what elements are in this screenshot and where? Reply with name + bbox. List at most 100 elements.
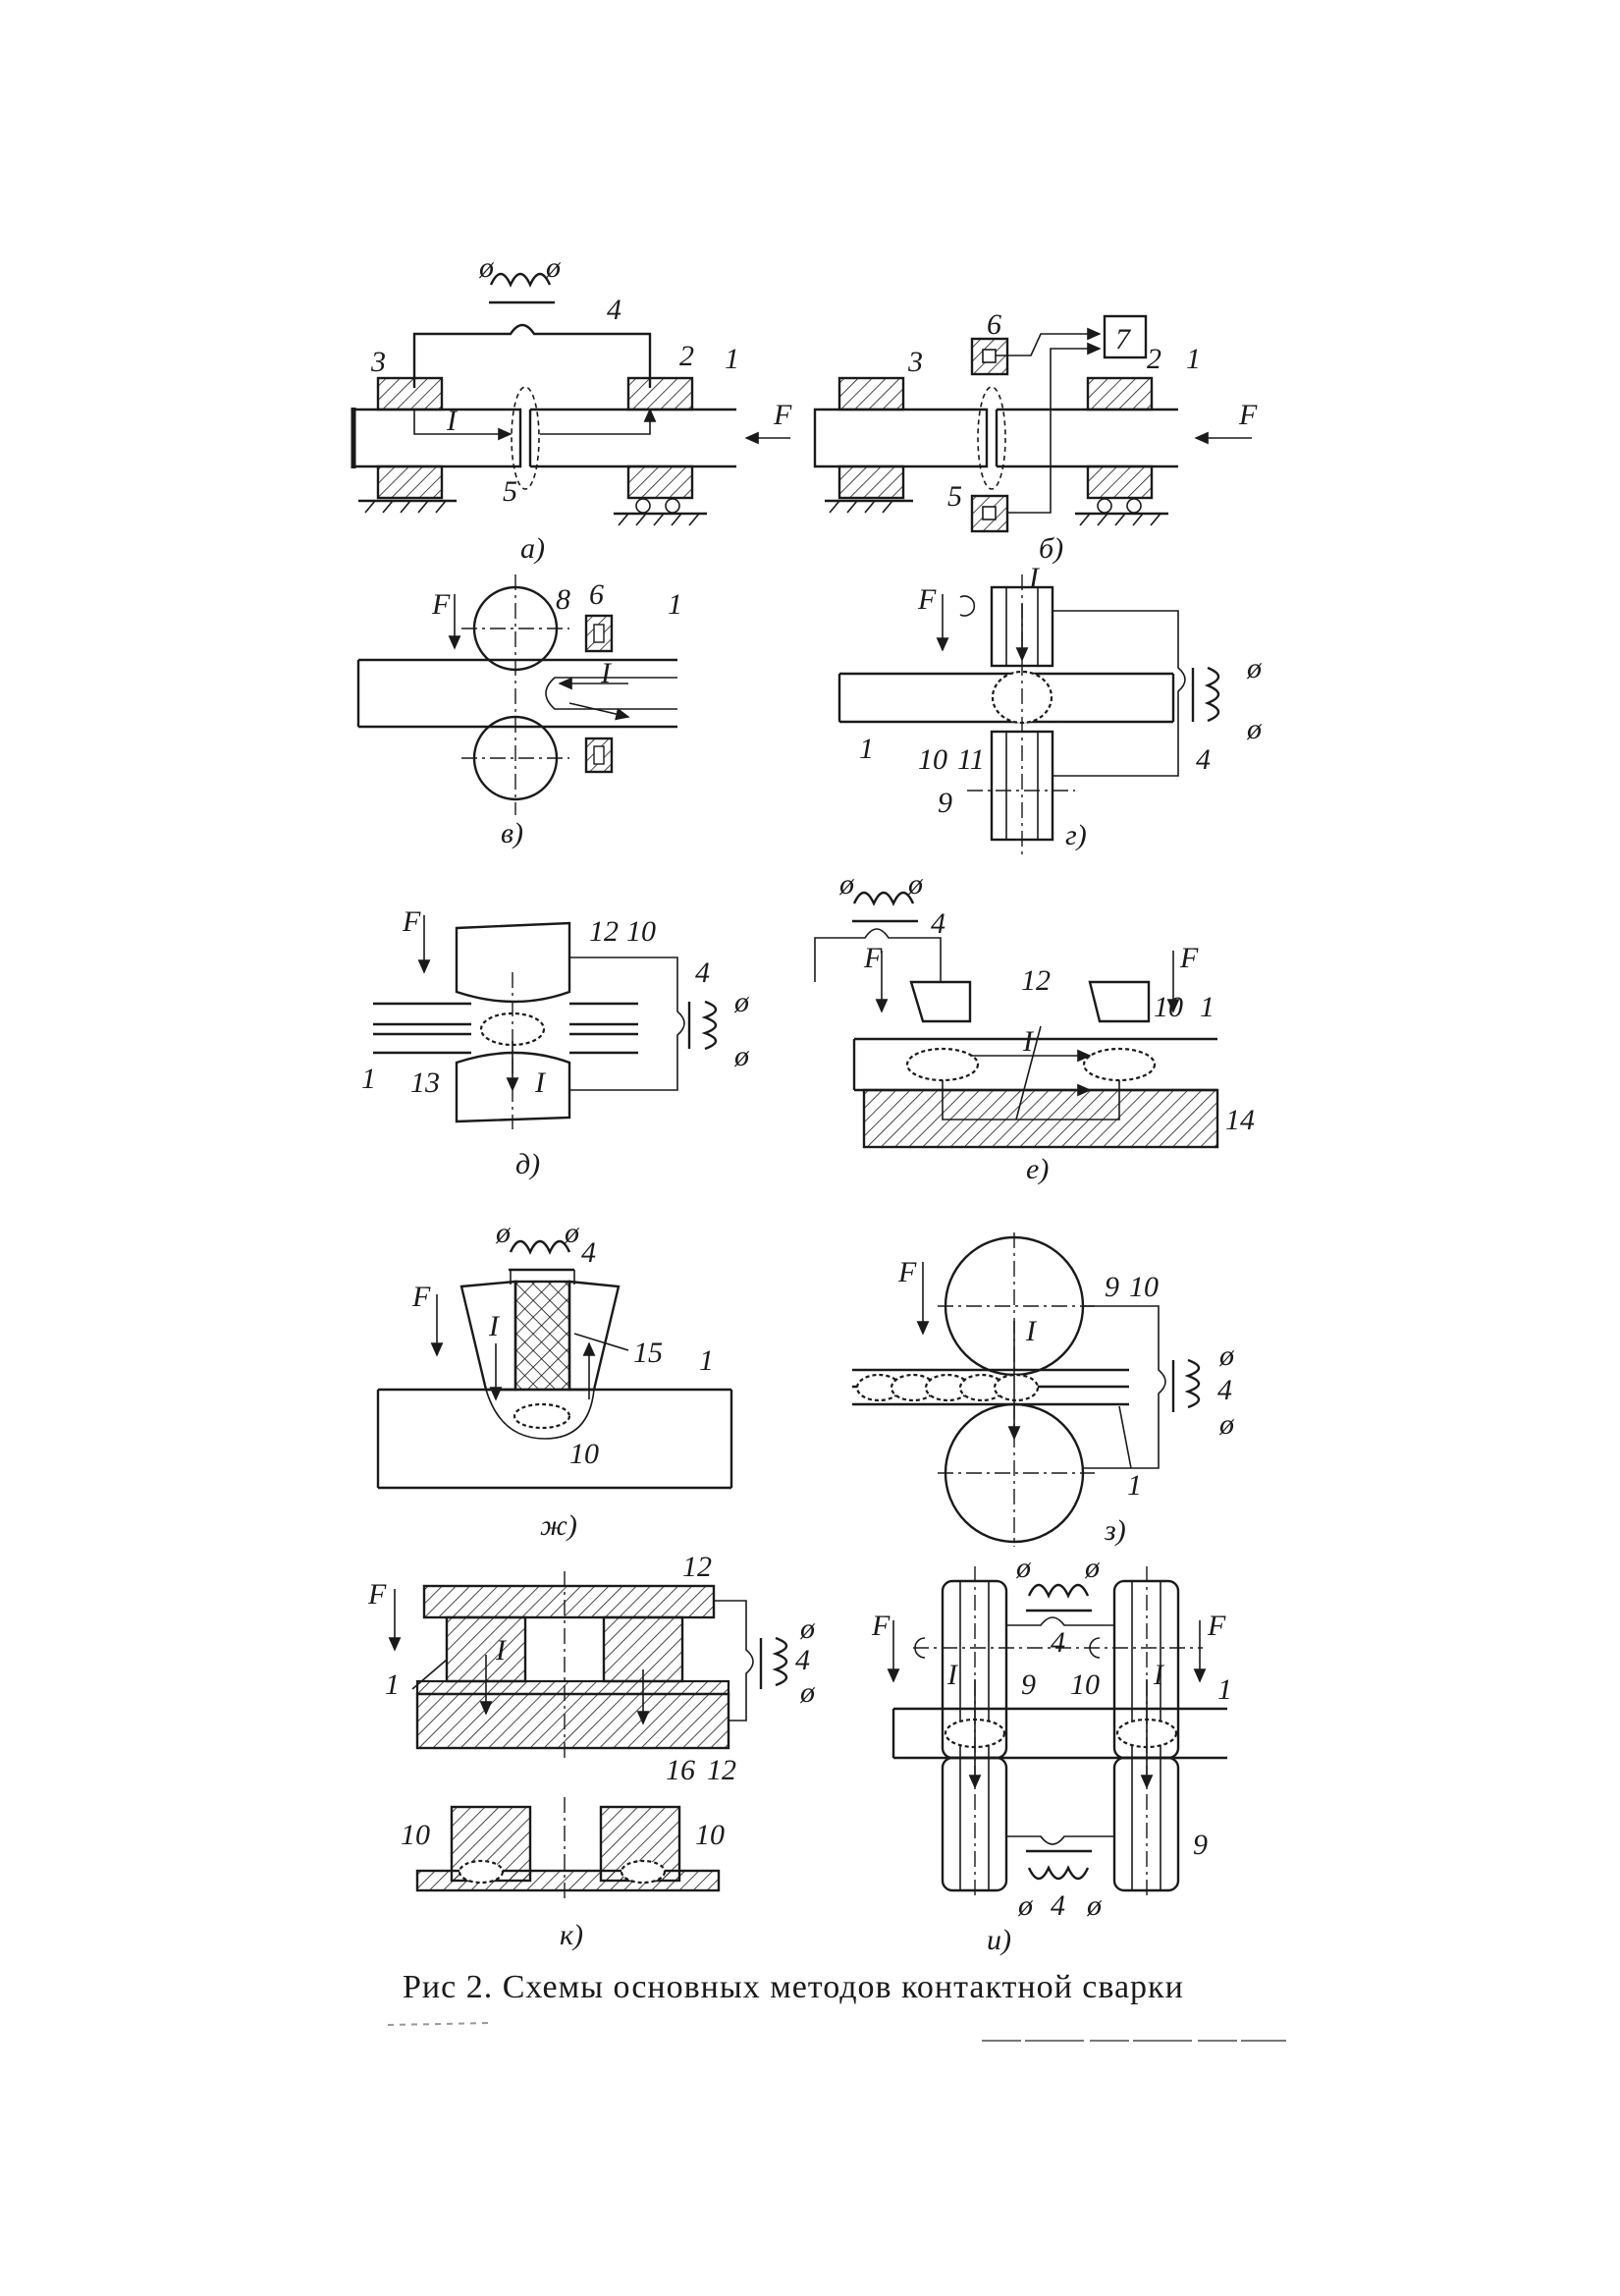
current-symbol: I [1022,1025,1035,1058]
transformer-coil [1027,1583,1090,1599]
label-9: 9 [1021,1668,1036,1701]
terminal-symbol: ø [838,868,855,901]
label-9: 9 [938,787,952,819]
force-symbol: F [431,588,451,621]
panel-a: ø ø 4 I F 3 2 1 5 а) [351,251,792,565]
force-symbol: F [863,942,883,974]
terminal-symbol: ø [733,986,750,1018]
workpiece-1 [376,1388,733,1490]
label-1: 1 [699,1344,714,1377]
transformer-coil [772,1636,788,1687]
workpiece-left [353,408,522,468]
label-6: 6 [589,578,604,611]
label-10: 10 [1070,1668,1100,1701]
panel-e: ø ø 4 I F F 12 10 1 14 е) [814,868,1255,1185]
panel-label-zh: ж) [540,1509,577,1542]
label-9: 9 [1193,1829,1208,1861]
panel-zh: ø ø 4 I F 15 1 10 ж) [376,1217,733,1542]
panel-k: I ø ø 4 F 12 1 16 12 10 10 к) [367,1551,816,1951]
label-3: 3 [370,346,386,378]
label-1: 1 [385,1668,400,1701]
secondary-circuit [814,928,942,982]
secondary-circuit [1053,610,1186,777]
insulator-15 [513,1280,571,1392]
current-symbol: I [446,405,459,437]
force-symbol: F [411,1281,431,1313]
rotation-arrow [914,1637,926,1659]
terminal-symbol: ø [799,1676,816,1709]
terminal-symbol: ø [1015,1552,1032,1584]
label-13: 13 [410,1066,440,1099]
label-1: 1 [1186,343,1201,375]
leader-15 [573,1333,629,1351]
terminal-symbol: ø [1086,1889,1103,1922]
secondary-circuit [1006,1835,1114,1845]
secondary-circuit [1083,1305,1166,1469]
label-10: 10 [626,915,656,948]
inductor-window [593,624,605,643]
label-2: 2 [679,340,694,372]
terminal-symbol: ø [478,251,495,284]
current-path [942,1080,1120,1121]
transformer-coil [852,891,915,906]
label-2: 2 [1147,343,1161,375]
label-1: 1 [725,343,739,375]
label-3: 3 [907,346,923,378]
label-4: 4 [607,294,621,326]
secondary-circuit [569,957,685,1091]
weld-nugget-10 [513,1402,571,1430]
label-16: 16 [666,1754,695,1786]
feed-line [1007,342,1102,514]
terminal-symbol: ø [799,1613,816,1645]
label-4: 4 [931,907,945,940]
clamp-3-bottom [837,465,905,500]
seam-nugget [993,1373,1040,1402]
terminal-symbol: ø [1246,713,1263,745]
roller [1097,498,1112,514]
current-symbol: I [488,1310,501,1342]
clamp-2-bottom [626,465,694,500]
transformer-coil [509,1239,571,1255]
label-12: 12 [682,1551,712,1583]
label-15: 15 [633,1337,663,1369]
label-1: 1 [859,733,874,765]
label-8: 8 [556,583,570,616]
clamp-3-bottom [376,465,444,500]
label-11: 11 [957,743,985,776]
current-symbol: I [495,1634,508,1667]
label-10: 10 [1154,991,1183,1023]
panel-g: ø ø 4 I F 1 10 11 9 г) [837,562,1263,854]
force-symbol: F [1207,1610,1226,1642]
roller-8-top [472,585,559,672]
current-arrow [568,702,630,721]
weld-nugget-10 [620,1859,667,1885]
terminal-symbol: ø [1084,1552,1101,1584]
figure-caption: Рис 2. Схемы основных методов контактной… [403,1969,1184,2005]
current-symbol: I [1028,562,1041,594]
label-4: 4 [695,957,710,989]
weld-zone-5 [511,386,540,490]
label-10: 10 [569,1438,599,1470]
inductor-window [593,745,605,765]
current-symbol: I [600,657,613,689]
label-1: 1 [1217,1673,1232,1706]
current-symbol: I [534,1066,547,1099]
label-10: 10 [695,1819,725,1851]
label-5: 5 [947,480,962,513]
roller [1126,498,1142,514]
label-4: 4 [1217,1374,1232,1406]
force-symbol: F [1179,942,1199,974]
secondary-circuit [714,1600,754,1722]
transformer-coil [489,272,552,288]
leader-1 [411,1659,448,1690]
clamp-2-bottom [1086,465,1154,500]
panel-label-z: з) [1104,1514,1126,1547]
panel-i: ø ø 4 I I ø ø 4 F F [871,1552,1232,1956]
label-10: 10 [918,743,947,776]
force-symbol: F [897,1256,917,1288]
label-1: 1 [668,588,682,621]
panel-z: I ø ø 4 F 9 10 1 з) [852,1232,1235,1547]
electrode-12-right [1088,980,1151,1023]
weld-nugget-10 [458,1859,505,1885]
